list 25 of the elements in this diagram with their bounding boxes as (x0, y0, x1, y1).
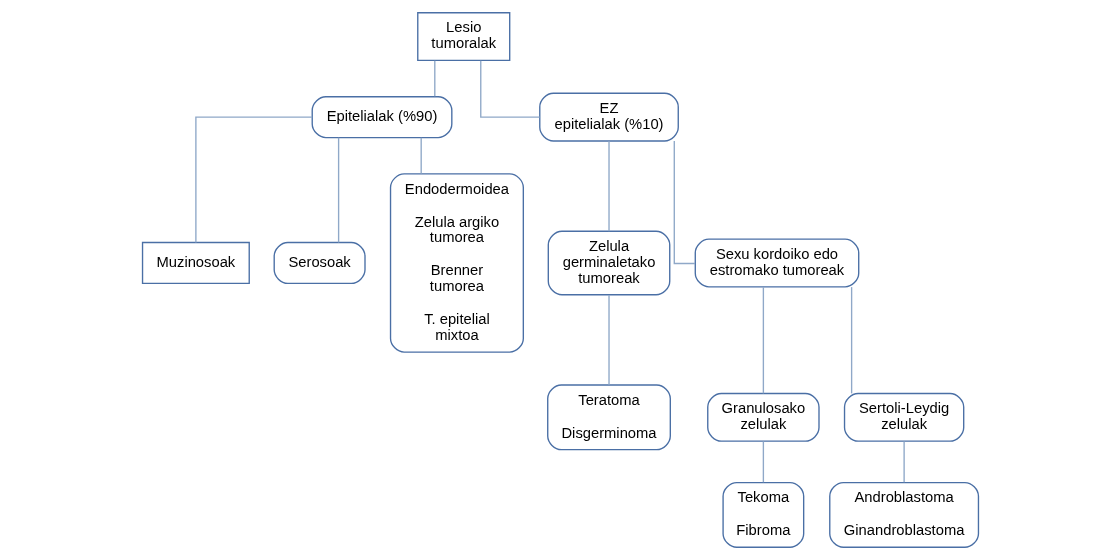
connector (673, 140, 696, 265)
connector (479, 60, 540, 118)
node-box: Sertoli-Leydig zelulak (843, 392, 964, 442)
node-box: Sexu kordoiko edo estromako tumoreak (694, 238, 859, 288)
node-box: Lesio tumoralak (416, 12, 510, 62)
connector (433, 60, 435, 97)
connector (850, 286, 852, 395)
node-box: EZ epitelialak (%10) (538, 92, 679, 142)
node-box: Epitelialak (%90) (311, 96, 452, 139)
node-box: Endodermoidea Zelula argiko tumorea Brenner tumorea T. epitelial mixtoa (389, 173, 524, 353)
node-box: Zelula germinaletako tumoreak (547, 230, 670, 296)
node-box: Androblastoma Ginandroblastoma (828, 481, 979, 548)
connector (337, 137, 339, 244)
connector (607, 140, 610, 232)
node-box: Tekoma Fibroma (721, 481, 804, 548)
node-box: Granulosako zelulak (706, 392, 820, 442)
node-box: Serosoak (273, 241, 366, 285)
connector (902, 440, 905, 483)
connector (194, 116, 313, 244)
connector (762, 286, 764, 395)
node-box: Muzinosoak (141, 241, 250, 285)
node-box: Teratoma Disgerminoma (546, 384, 671, 451)
connector (607, 294, 610, 386)
connector (420, 137, 422, 175)
connector (762, 440, 764, 483)
